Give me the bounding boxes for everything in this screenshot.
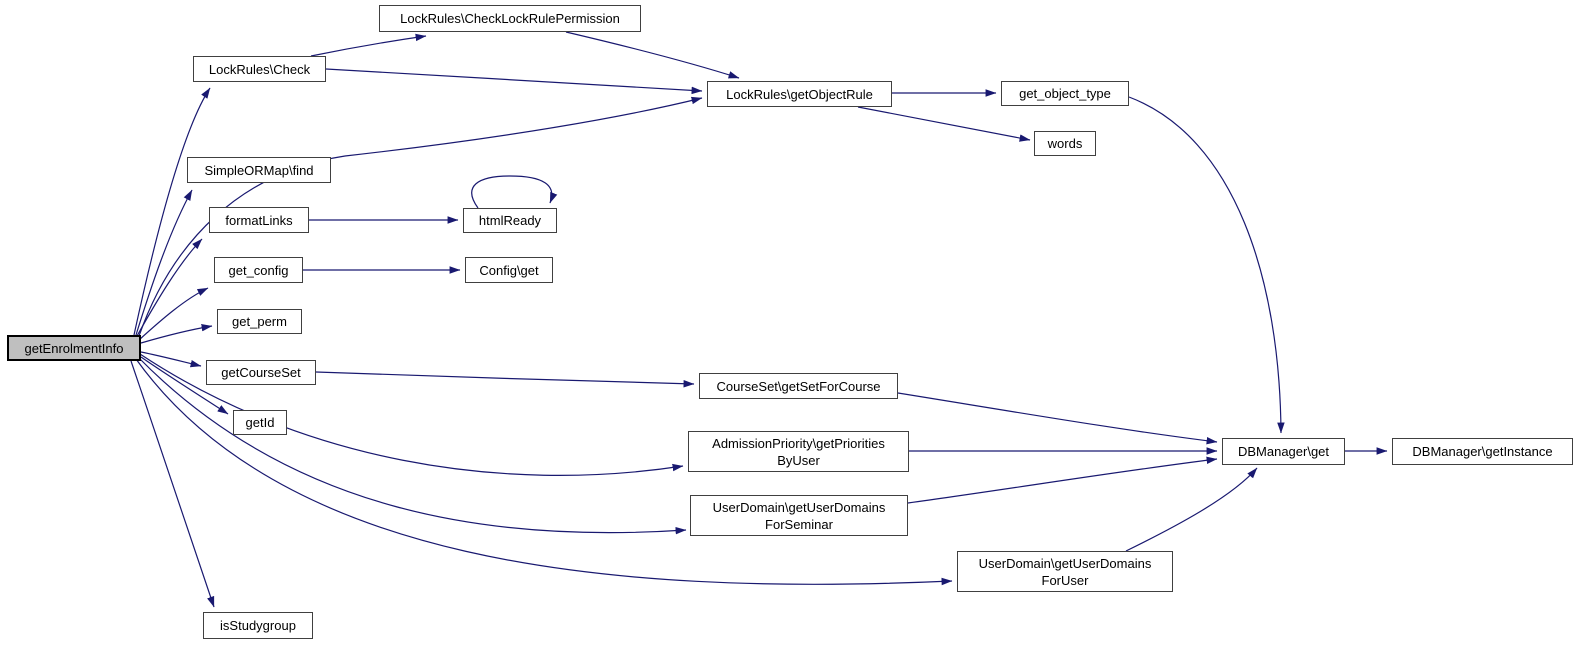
edge-getenrolmentinfo-to-getid [140,356,229,415]
node-label: Config\get [479,262,539,278]
edge-getenrolmentinfo-to-userdomainsforuser [135,358,953,586]
edge-getenrolmentinfo-to-formatlinks [136,238,203,337]
edge-get-object-type-to-dbmanager-get [1128,96,1285,434]
node-getenrolmentinfo[interactable]: getEnrolmentInfo [7,335,141,361]
edge-getenrolmentinfo-to-get-config [138,287,209,341]
edge-getenrolmentinfo-to-getobjectrule [138,96,703,337]
node-label-line2: ByUser [777,452,820,468]
node-label-line2: ForSeminar [765,516,833,532]
node-get-object-type[interactable]: get_object_type [1001,81,1129,106]
edge-getenrolmentinfo-to-isstudygroup [130,360,215,608]
node-label: get_config [228,262,289,278]
node-get-perm[interactable]: get_perm [217,309,302,334]
node-label: LockRules\Check [208,61,311,77]
edge-getenrolmentinfo-to-userdomainsforseminar [137,356,687,535]
node-get-config[interactable]: get_config [214,257,303,283]
node-courseset-getsetforcourse[interactable]: CourseSet\getSetForCourse [699,373,898,399]
node-label: SimpleORMap\find [204,162,314,178]
node-label: getCourseSet [221,365,301,380]
node-label: formatLinks [225,212,293,228]
node-dbmanager-get[interactable]: DBManager\get [1222,438,1345,465]
edge-getsetforcourse-to-dbmanager-get [897,392,1218,445]
node-isstudygroup[interactable]: isStudygroup [203,612,313,639]
node-label: getId [245,415,275,430]
edge-getcourseset-to-getsetforcourse [315,371,695,388]
node-formatlinks[interactable]: formatLinks [209,207,309,233]
node-label: getEnrolmentInfo [24,340,124,356]
node-label: DBManager\getInstance [1412,444,1553,459]
node-config-get[interactable]: Config\get [465,257,553,283]
node-label: get_perm [232,314,287,329]
node-lockrules-check[interactable]: LockRules\Check [193,56,326,82]
node-lockrules-checklockrulepermission[interactable]: LockRules\CheckLockRulePermission [379,5,641,32]
edge-getenrolmentinfo-to-simpleormap-find [135,189,193,336]
node-admissionpriority-getprioritiesbyuser[interactable]: AdmissionPriority\getPriorities ByUser [688,431,909,472]
edge-getenrolmentinfo-to-getcourseset [140,351,202,368]
edge-getenrolmentinfo-to-lockrules-check [133,87,211,336]
node-label-line2: ForUser [1041,572,1089,588]
node-label: isStudygroup [220,618,296,633]
edge-check-to-getobjectrule [325,68,703,95]
node-label: LockRules\getObjectRule [726,86,873,102]
node-userdomain-getuserdomainsforseminar[interactable]: UserDomain\getUserDomains ForSeminar [690,495,908,536]
edge-check-to-checklockrulepermission [310,33,427,57]
node-label-line1: AdmissionPriority\getPriorities [712,435,885,451]
node-label: LockRules\CheckLockRulePermission [400,11,620,26]
node-label: get_object_type [1019,86,1111,101]
edge-htmlready-self-loop [471,175,558,209]
node-dbmanager-getinstance[interactable]: DBManager\getInstance [1392,438,1573,465]
edge-checklockrulepermission-to-getobjectrule [565,31,740,79]
node-htmlready[interactable]: htmlReady [463,208,557,233]
edge-userdomainsforuser-to-dbmanager-get [1125,467,1258,552]
node-words[interactable]: words [1034,131,1096,156]
node-label-line1: UserDomain\getUserDomains [978,555,1152,571]
node-getid[interactable]: getId [233,410,287,435]
node-label-line1: UserDomain\getUserDomains [712,499,886,515]
node-label: DBManager\get [1237,444,1330,459]
node-label: words [1047,136,1083,151]
node-simpleormap-find[interactable]: SimpleORMap\find [187,157,331,183]
edge-getenrolmentinfo-to-get-perm [140,324,213,344]
node-label: htmlReady [478,213,542,228]
edge-userdomainsforseminar-to-dbmanager-get [907,456,1218,504]
edge-getobjectrule-to-words [857,106,1031,142]
edge-getenrolmentinfo-to-admissionpriority [139,353,684,476]
node-label: CourseSet\getSetForCourse [716,378,881,394]
node-lockrules-getobjectrule[interactable]: LockRules\getObjectRule [707,81,892,107]
node-userdomain-getuserdomainsforuser[interactable]: UserDomain\getUserDomains ForUser [957,551,1173,592]
node-getcourseset[interactable]: getCourseSet [206,360,316,385]
